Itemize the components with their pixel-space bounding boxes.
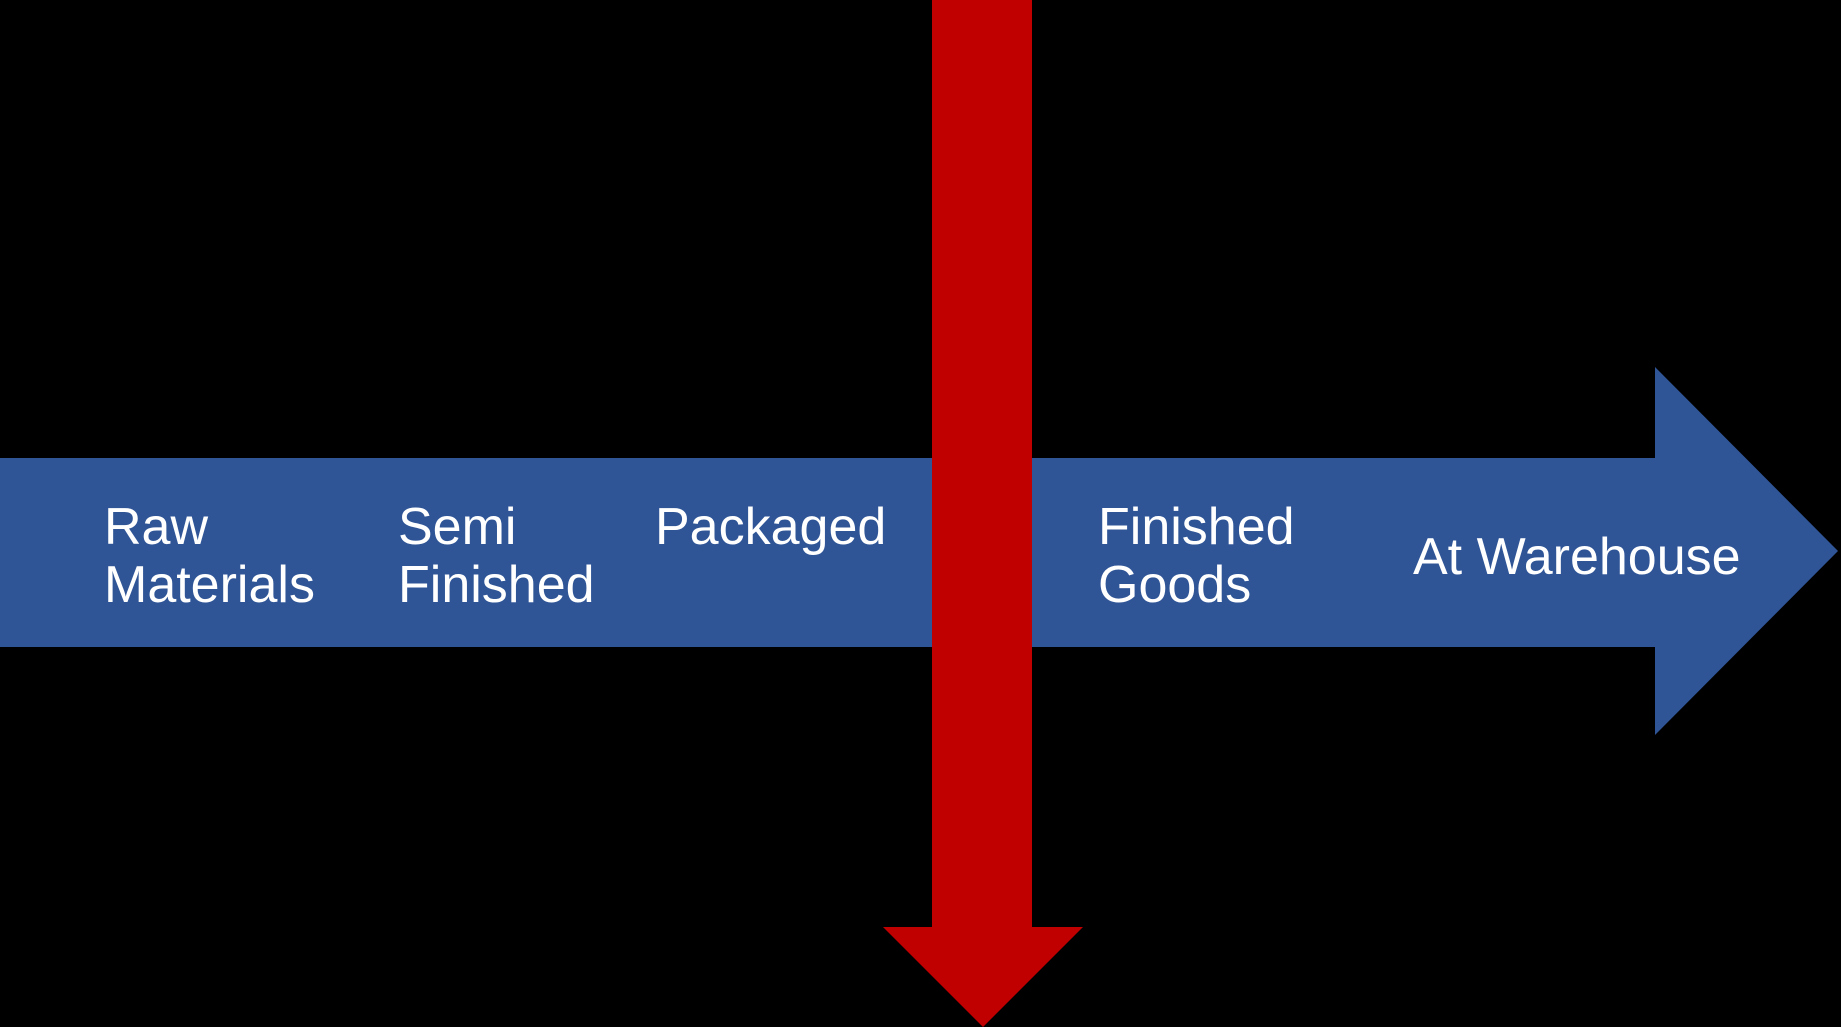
stage-label-finished-goods: Finished Goods [1098, 498, 1295, 614]
stage-label-raw-materials: Raw Materials [104, 498, 315, 614]
flow-right-arrow-shape [0, 367, 1838, 735]
stage-label-semi-finished: Semi Finished [398, 498, 595, 614]
down-arrow-shape [883, 0, 1083, 1027]
stage-label-packaged: Packaged [655, 498, 887, 556]
stage-label-at-warehouse: At Warehouse [1413, 528, 1741, 586]
